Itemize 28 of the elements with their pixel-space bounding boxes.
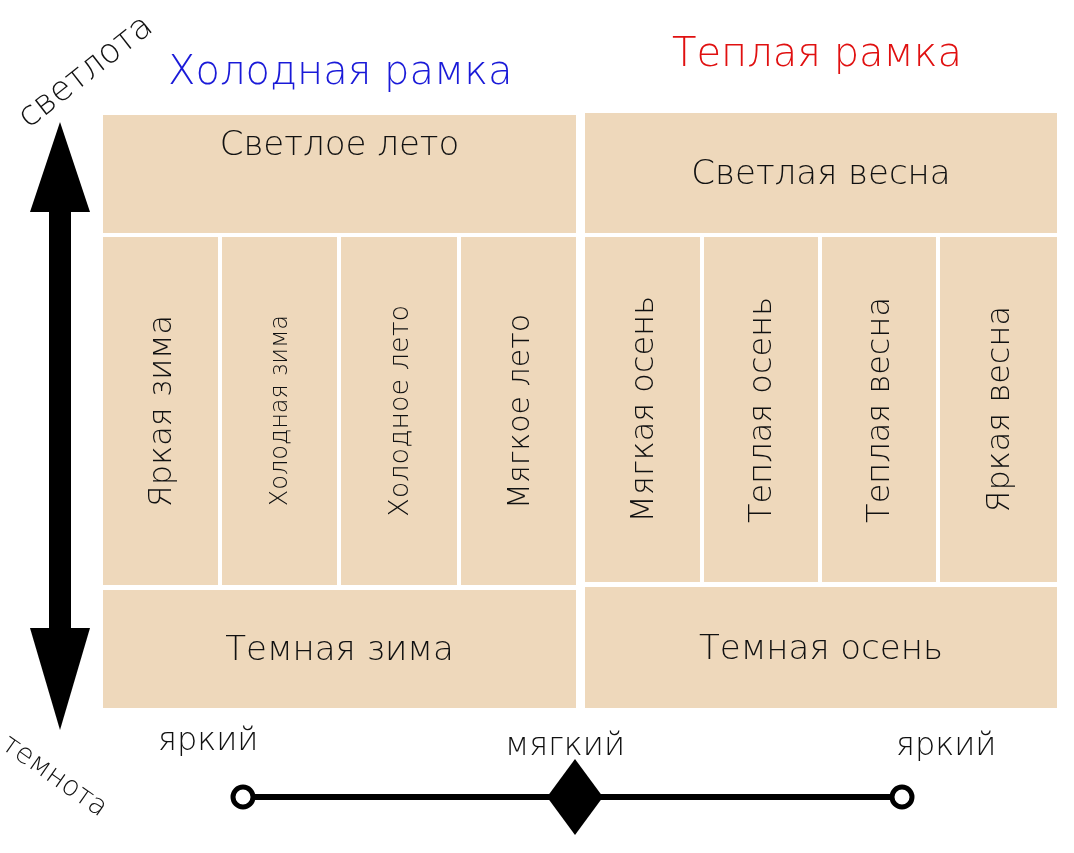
- season-cell: [585, 237, 700, 582]
- season-name: Теплая осень: [743, 296, 779, 523]
- season-name: Светлая весна: [691, 154, 951, 192]
- season-cell: [585, 587, 1057, 708]
- season-name: Яркая весна: [980, 306, 1017, 513]
- season-name: Яркая зима: [142, 314, 179, 508]
- season-cell: [222, 237, 337, 585]
- season-name: Холодное лето: [384, 305, 414, 517]
- scale-label: яркий: [896, 727, 997, 763]
- season-cell: [822, 237, 936, 582]
- season-name: Темная осень: [699, 628, 943, 667]
- season-cell: [940, 237, 1057, 582]
- season-name: Теплая весна: [861, 296, 897, 523]
- season-cell: [103, 237, 218, 585]
- column-heading: Холодная рамка: [168, 48, 513, 92]
- season-name: Светлое лето: [219, 125, 460, 163]
- season-cell: [461, 237, 576, 585]
- season-name: Холодная зима: [266, 315, 293, 507]
- season-cell: [341, 237, 457, 585]
- season-cell: [704, 237, 818, 582]
- season-name: Мягкая осень: [624, 296, 661, 523]
- scale-label: яркий: [158, 722, 259, 758]
- season-name: Мягкое лето: [502, 313, 535, 509]
- season-cell: [585, 113, 1057, 233]
- scale-label: мягкий: [505, 727, 625, 763]
- season-cell: [103, 590, 576, 708]
- column-heading: Теплая рамка: [672, 30, 962, 74]
- season-name: Темная зима: [225, 630, 454, 668]
